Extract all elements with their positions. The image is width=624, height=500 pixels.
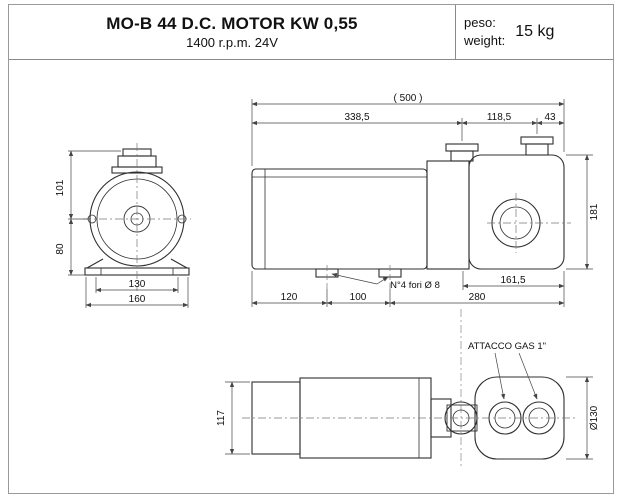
dim-base-inner: 130 xyxy=(129,279,146,290)
dim-front-height-top: 101 xyxy=(55,179,66,196)
peso-label: peso: xyxy=(464,15,496,31)
dim-foot-to-end: 280 xyxy=(469,292,486,303)
dim-pump-length: 161,5 xyxy=(500,275,525,286)
side-view-dimensions xyxy=(251,99,593,307)
front-view-dimensions xyxy=(68,150,189,308)
weight-label: weight: xyxy=(464,33,506,48)
page-title: MO-B 44 D.C. MOTOR KW 0,55 xyxy=(106,14,358,33)
dim-overall-length: ( 500 ) xyxy=(394,93,423,104)
dim-port-to-end: 43 xyxy=(544,112,556,123)
bottom-view xyxy=(242,376,577,460)
front-view xyxy=(83,143,191,291)
drawing-sheet: MO-B 44 D.C. MOTOR KW 0,55 1400 r.p.m. 2… xyxy=(8,4,614,494)
weight-labels: peso: weight: xyxy=(464,14,505,49)
bottom-view-dimensions xyxy=(225,352,593,460)
title-block-weight: peso: weight: 15 kg xyxy=(455,5,613,59)
weight-value: 15 kg xyxy=(515,23,555,40)
dim-foot-spacing: 100 xyxy=(350,292,367,303)
dim-base-outer: 160 xyxy=(129,294,146,305)
side-view xyxy=(251,136,571,289)
gas-connection-note: ATTACCO GAS 1" xyxy=(468,341,546,352)
dim-foot-offset: 120 xyxy=(281,292,298,303)
dim-total-height: 181 xyxy=(589,203,600,220)
dim-body-width: 117 xyxy=(216,410,227,426)
dim-front-height-bottom: 80 xyxy=(55,243,66,255)
dim-port-spacing: 118,5 xyxy=(487,112,512,123)
mounting-holes-note: N°4 fori Ø 8 xyxy=(390,280,440,291)
dim-motor-length: 338,5 xyxy=(344,112,369,123)
dim-pump-diameter: Ø130 xyxy=(589,405,600,430)
title-block-left: MO-B 44 D.C. MOTOR KW 0,55 1400 r.p.m. 2… xyxy=(9,5,455,59)
page-subtitle: 1400 r.p.m. 24V xyxy=(186,35,278,50)
technical-drawing: 101 80 130 160 xyxy=(55,93,600,466)
title-block: MO-B 44 D.C. MOTOR KW 0,55 1400 r.p.m. 2… xyxy=(9,5,613,60)
